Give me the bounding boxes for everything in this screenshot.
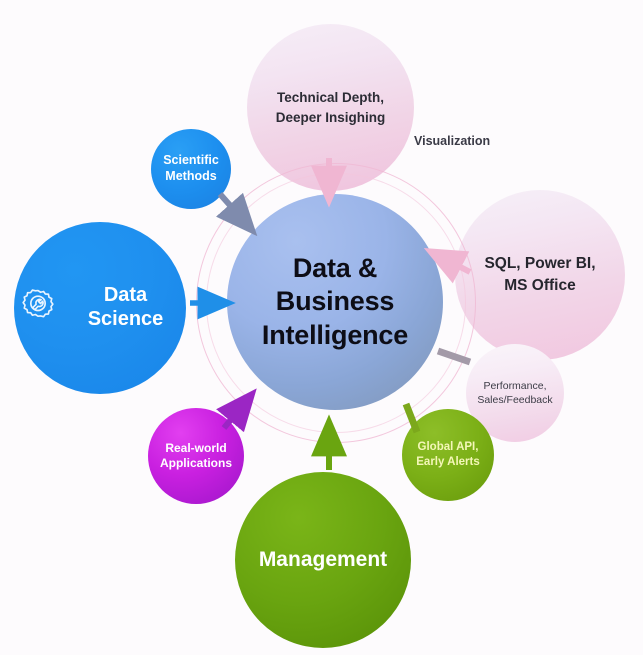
gear-wrench-icon [18, 286, 58, 331]
node-real-world-applications-label: Real-world Applications [159, 441, 232, 470]
node-data-science-label: Data Science [87, 284, 164, 330]
node-management-label: Management [258, 547, 388, 571]
node-global-api[interactable]: Global API, Early Alerts [402, 409, 494, 501]
node-technical-depth-label: Technical Depth, Deeper Insighing [275, 89, 386, 125]
label-visualization: Visualization [414, 134, 491, 148]
node-global-api-label: Global API, Early Alerts [416, 441, 480, 468]
center-node-data-business-intelligence[interactable]: Data & Business Intelligence [227, 194, 443, 410]
node-sql-power-bi-label: SQL, Power BI, MS Office [484, 255, 596, 294]
node-sql-power-bi[interactable]: SQL, Power BI, MS Office [455, 190, 625, 360]
node-performance-sales-label: Performance, Sales/Feedback [477, 379, 553, 406]
center-node-label: Data & Business Intelligence [261, 252, 409, 350]
node-management[interactable]: Management [235, 472, 411, 648]
node-scientific-methods[interactable]: Scientific Methods [151, 129, 231, 209]
node-performance-sales[interactable]: Performance, Sales/Feedback [466, 344, 564, 442]
node-data-science[interactable]: Data Science [14, 222, 186, 394]
node-real-world-applications[interactable]: Real-world Applications [148, 408, 244, 504]
node-scientific-methods-label: Scientific Methods [163, 153, 219, 183]
